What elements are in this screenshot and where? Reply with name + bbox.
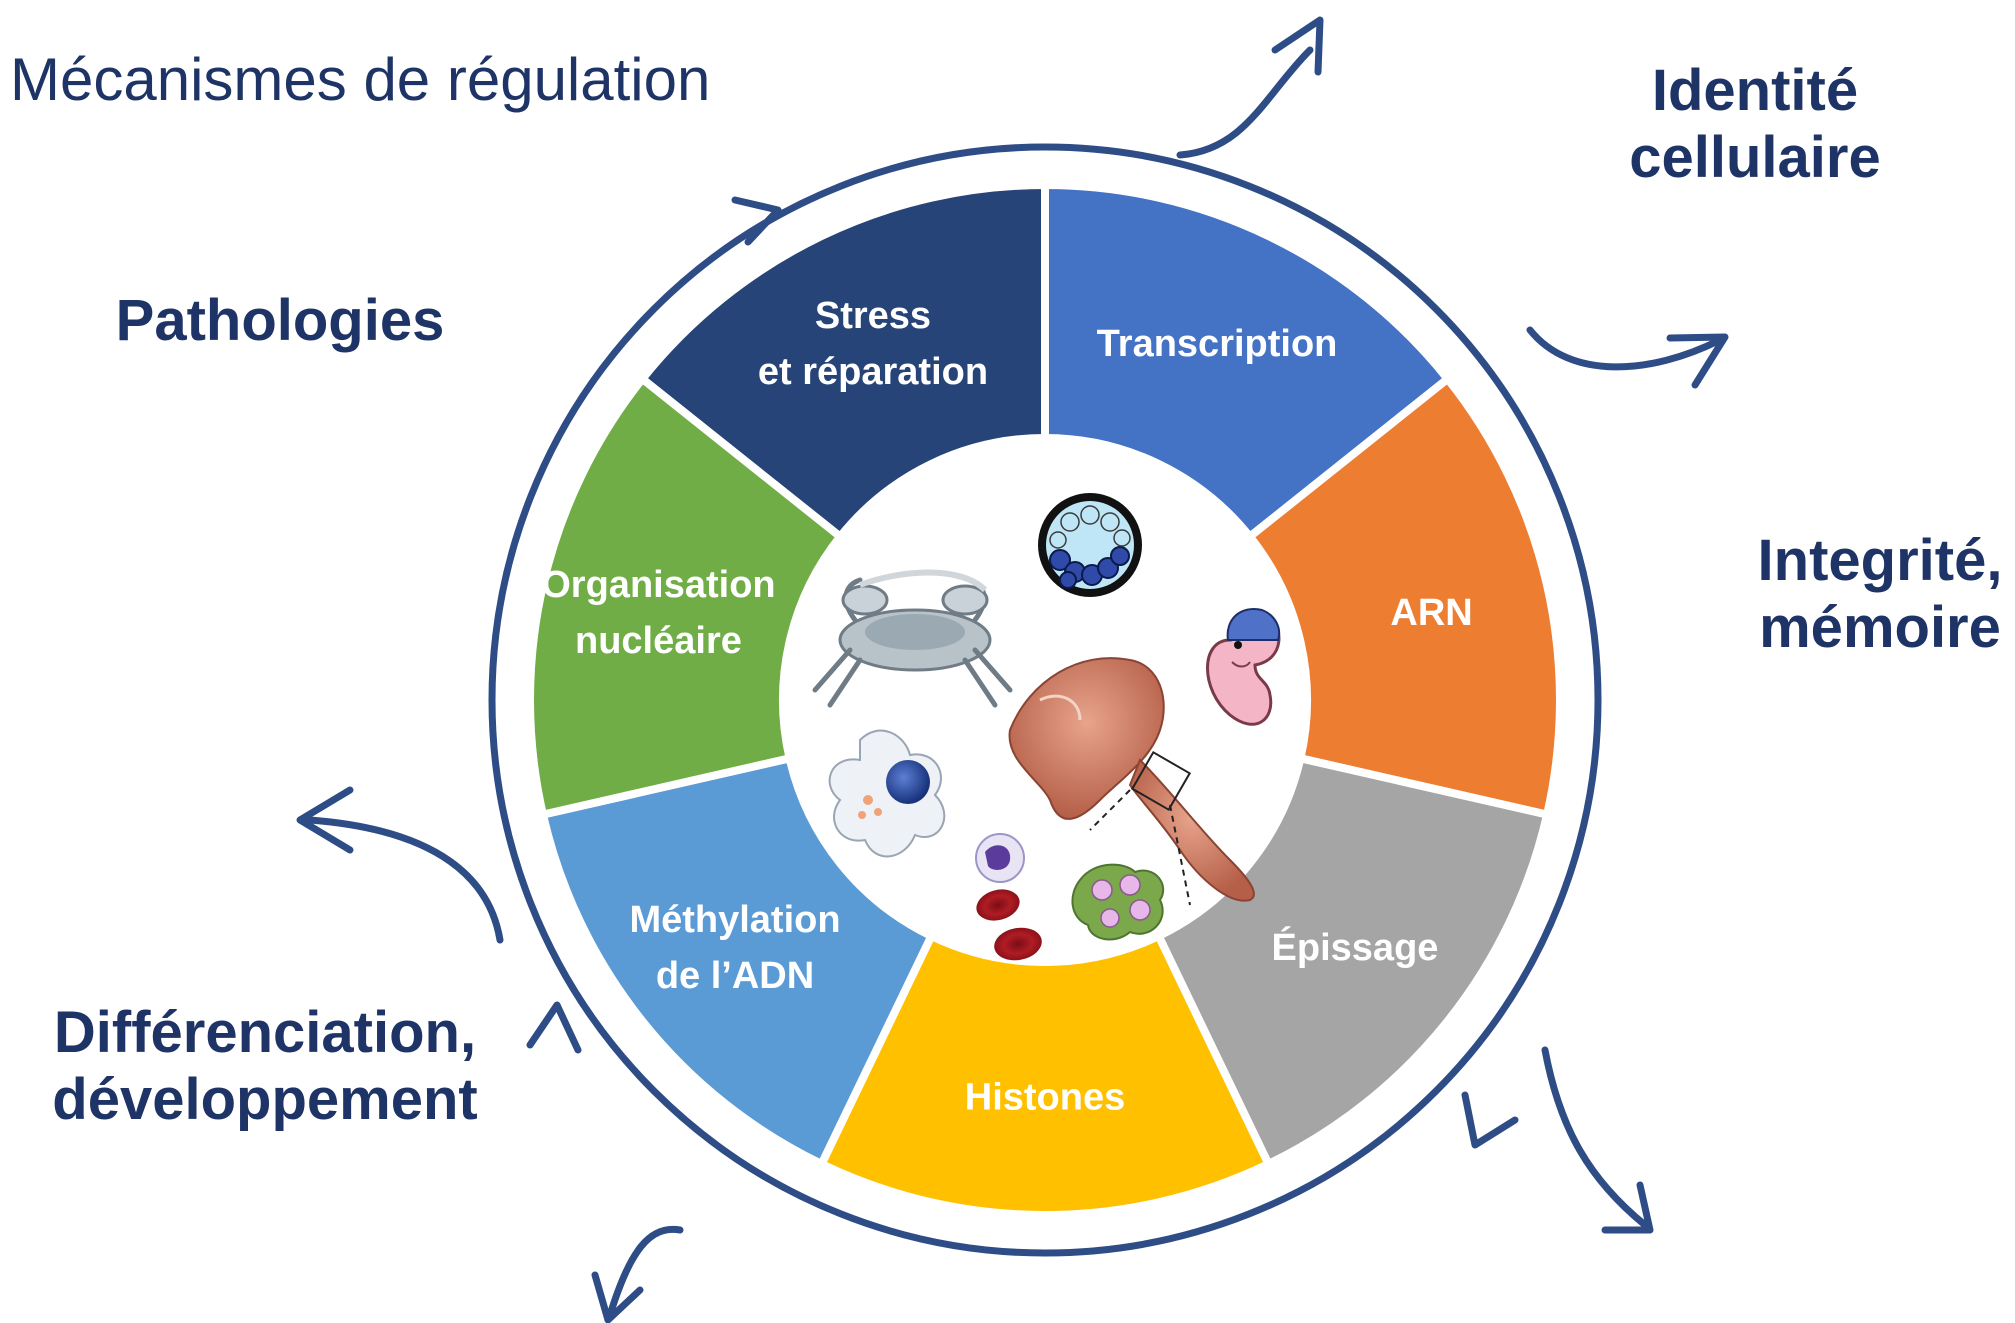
label-integrite-memoire: Integrité,mémoire <box>1745 528 2015 661</box>
arrow-right-integrite <box>1526 326 1724 371</box>
label-differenciation-developpement: Différenciation,développement <box>30 1000 500 1133</box>
segment-organisation <box>526 373 846 820</box>
muscle-arm-icon <box>1008 657 1255 906</box>
outer-ring <box>488 143 1602 1257</box>
segment-label-arn: ARN <box>1390 592 1472 634</box>
diagram-title: Mécanismes de régulation <box>10 46 711 113</box>
arrow-top-identite <box>1176 46 1314 159</box>
arrow-bottom-right-head-icon <box>1601 1181 1654 1234</box>
plant-tissue-icon <box>1071 863 1165 941</box>
segment-wheel <box>526 180 1564 1219</box>
arrow-right-head-icon <box>1666 333 1729 389</box>
arrow-bottom-left-head-icon <box>591 1271 644 1323</box>
segment-label-transcription: Transcription <box>1097 323 1338 365</box>
embryo-icon <box>1206 608 1281 726</box>
segment-label-histones: Histones <box>965 1077 1125 1119</box>
macrophage-cell-icon <box>828 729 946 858</box>
blastocyst-icon <box>1038 493 1142 597</box>
arrow-top-head-icon <box>1271 16 1324 76</box>
label-line: mémoire <box>1759 594 2001 660</box>
white-blood-cell-icon <box>975 833 1025 883</box>
segment-arn <box>1244 373 1564 820</box>
ring-chevron-top-icon <box>731 196 782 246</box>
label-line: cellulaire <box>1629 124 1881 190</box>
red-blood-cells-icon <box>976 889 1042 961</box>
arrow-left-head-icon <box>296 786 354 854</box>
ring-chevron-left-icon <box>526 1001 582 1054</box>
segment-transcription <box>1041 180 1454 543</box>
arrow-bottom-right <box>1541 1046 1649 1229</box>
segment-stress <box>636 180 1049 543</box>
label-line: Integrité, <box>1757 528 2003 593</box>
label-pathologies: Pathologies <box>110 288 450 355</box>
segment-epissage <box>1153 753 1552 1170</box>
ring-chevrons <box>526 196 1519 1149</box>
arrow-bottom-left <box>606 1225 684 1319</box>
segment-label-epissage: Épissage <box>1272 925 1439 969</box>
segment-methylation <box>538 753 937 1170</box>
ring-chevron-right-icon <box>1461 1091 1519 1149</box>
label-line: développement <box>52 1066 478 1132</box>
segment-histones <box>816 930 1274 1219</box>
outward-arrows <box>296 16 1729 1323</box>
arrow-left-differenciation <box>306 816 504 944</box>
label-line: Pathologies <box>115 288 445 353</box>
crab-icon <box>812 569 1013 708</box>
label-line: Différenciation, <box>53 1000 477 1065</box>
label-line: Identité <box>1651 58 1859 123</box>
